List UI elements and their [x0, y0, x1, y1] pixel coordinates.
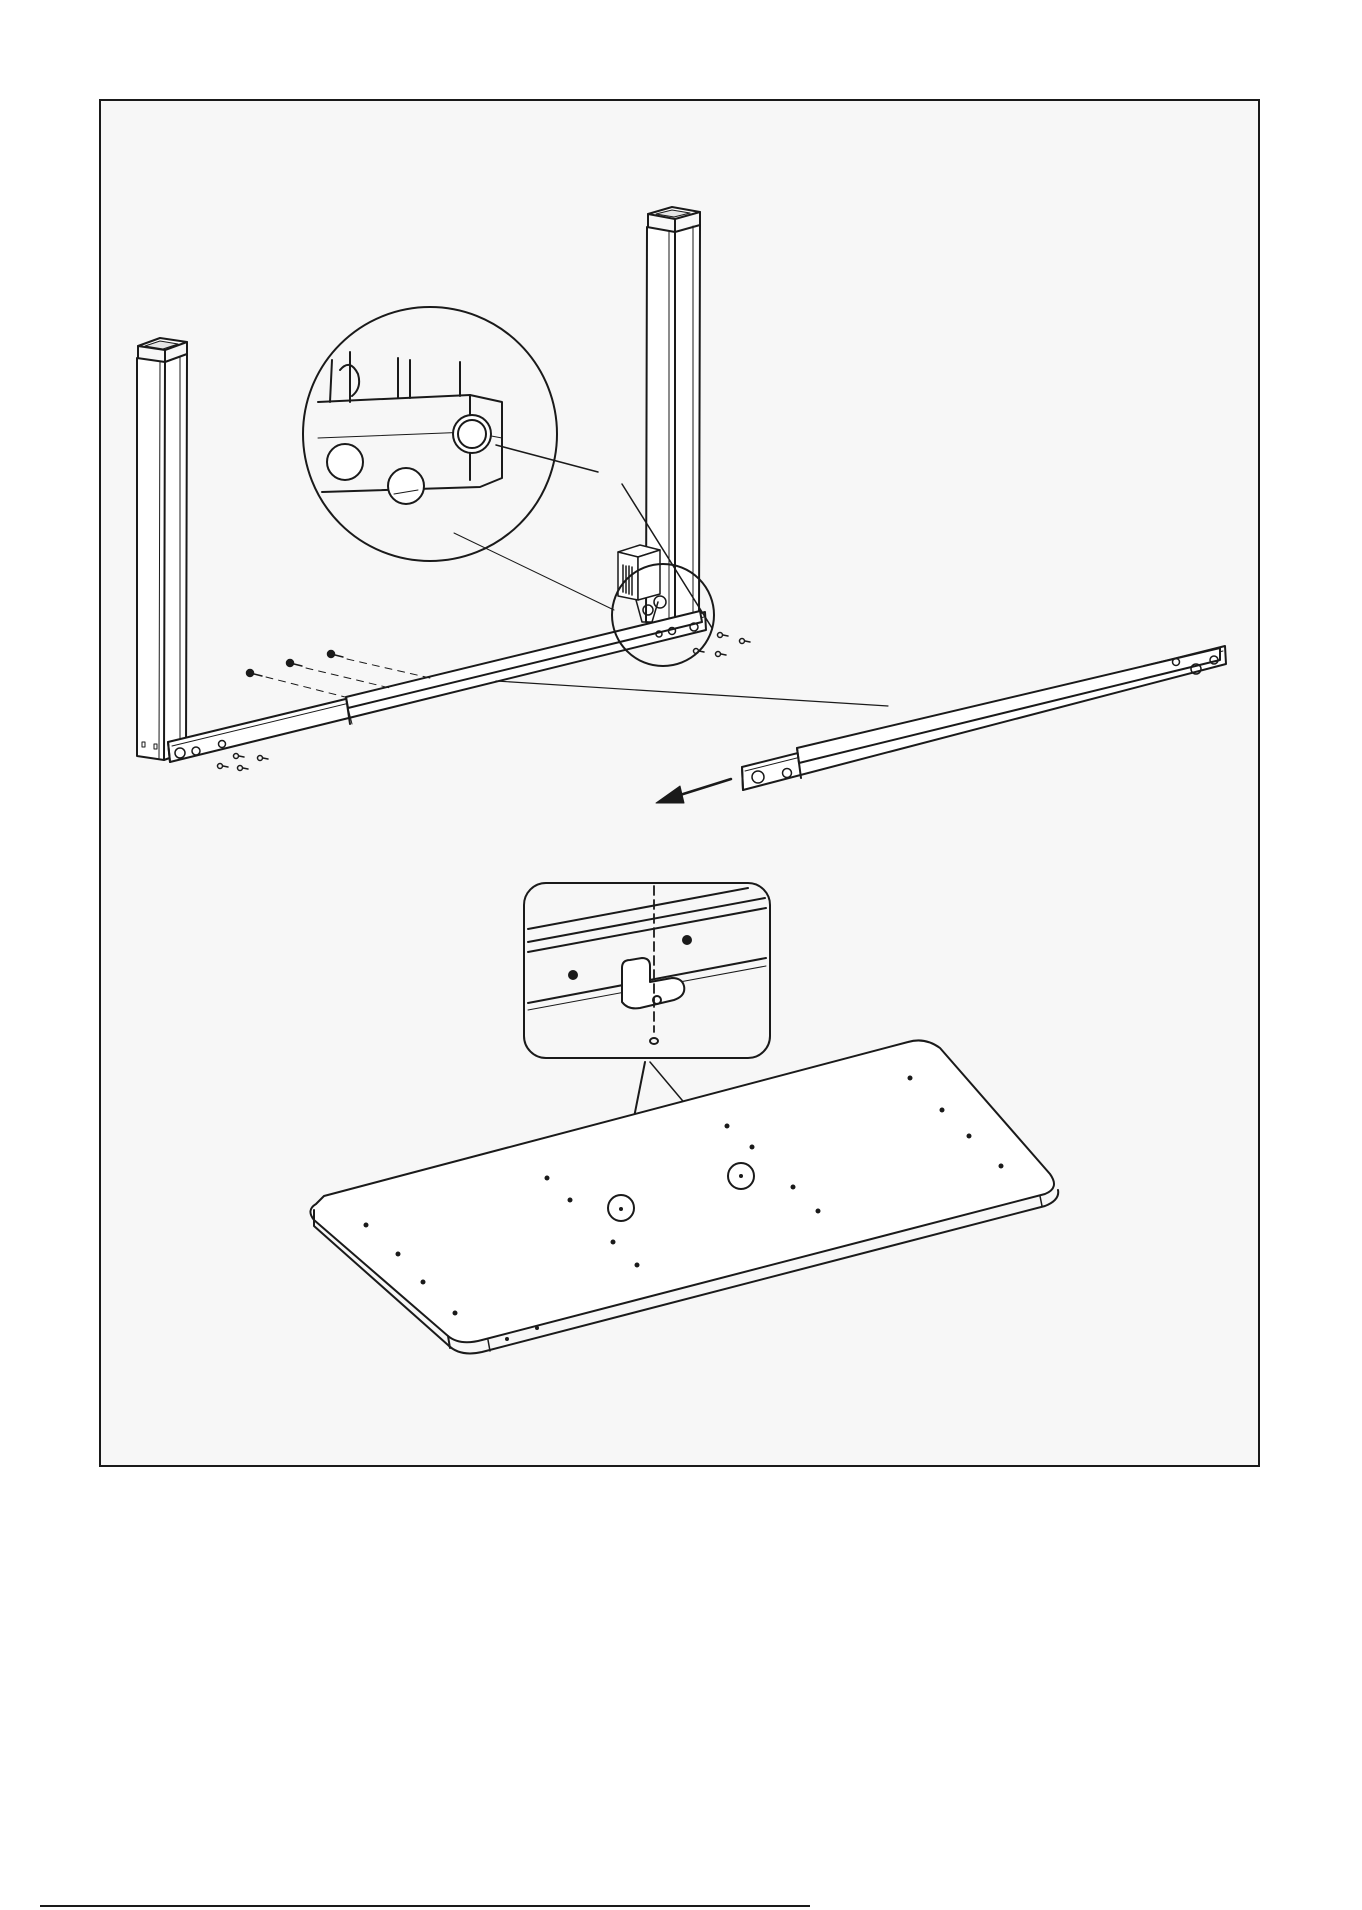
- screw-icon: [218, 754, 269, 771]
- screw-icon: [694, 633, 751, 657]
- footer-rule: [40, 1905, 810, 1907]
- leg-left: [137, 338, 187, 760]
- crossbar-installed: [168, 611, 706, 762]
- screw-icon: [247, 670, 346, 698]
- screw-icon: [328, 651, 431, 679]
- screw-icon: [287, 660, 391, 689]
- screws: [218, 633, 751, 771]
- desktop: [310, 1040, 1058, 1353]
- arrow-left-icon: [656, 779, 731, 803]
- crossbar-separate: [496, 646, 1226, 790]
